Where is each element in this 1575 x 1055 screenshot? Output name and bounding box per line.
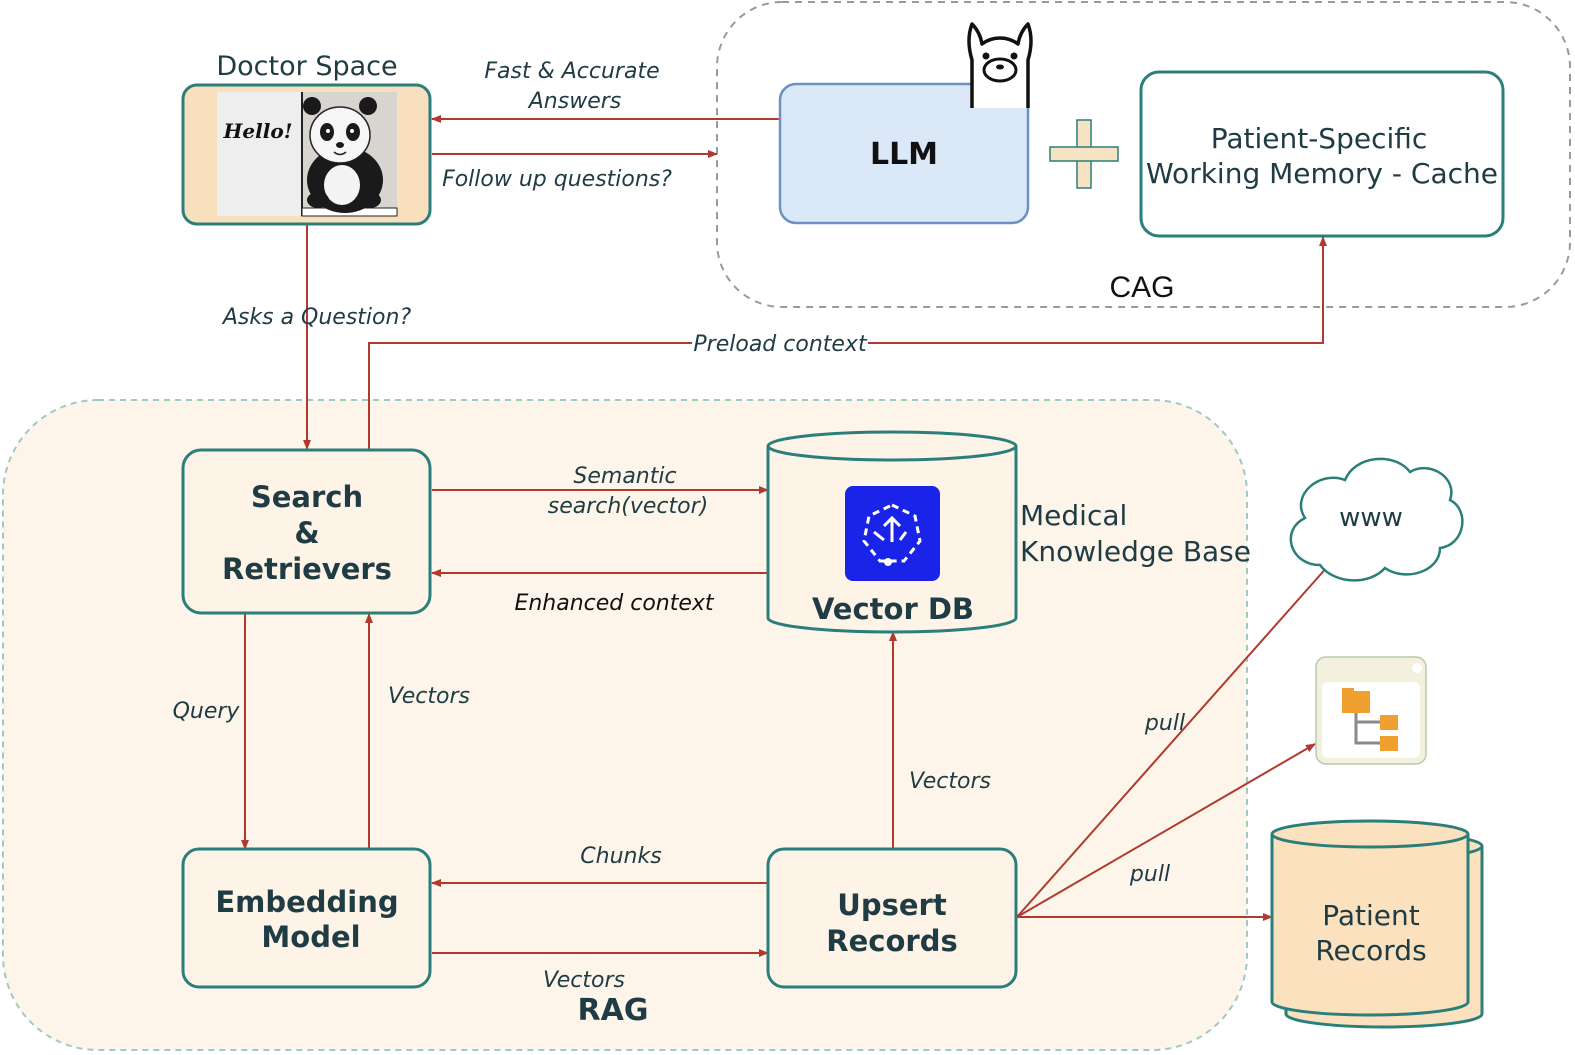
edge-pull-www [1016, 556, 1337, 918]
search-line-1: Search [251, 480, 363, 514]
vector-db-label: Vector DB [812, 592, 974, 626]
folder-tree-icon[interactable] [1315, 656, 1427, 765]
plus-icon [1049, 119, 1119, 189]
memory-line-2: Working Memory - Cache [1146, 157, 1498, 190]
label-vectors-up: Vectors [388, 684, 470, 709]
label-pull-top: pull [1144, 711, 1185, 736]
label-asks: Asks a Question? [221, 305, 412, 330]
search-line-2: & [294, 516, 319, 550]
search-retrievers-box[interactable]: Search & Retrievers [181, 448, 432, 615]
edges [241, 115, 1337, 957]
llama-icon [967, 22, 1033, 108]
vector-db-logo-icon [845, 486, 940, 581]
upsert-line-2: Records [826, 924, 957, 958]
label-pull-bottom: pull [1129, 862, 1170, 887]
label-chunks: Chunks [580, 844, 661, 869]
www-cloud[interactable]: www [1289, 457, 1464, 582]
label-semantic-line-2: search(vector) [548, 494, 709, 519]
working-memory-cache-box[interactable]: Patient-Specific Working Memory - Cache [1139, 70, 1505, 238]
memory-line-1: Patient-Specific [1211, 122, 1428, 155]
preload-label-bg [692, 330, 868, 356]
llm-box[interactable]: LLM [778, 82, 1030, 225]
patient-line-2: Records [1315, 934, 1426, 967]
patient-line-1: Patient [1322, 899, 1420, 932]
label-semantic-line-1: Semantic [573, 464, 676, 489]
label-fast-line-1: Fast & Accurate [484, 59, 659, 84]
doctor-space-title: Doctor Space [216, 51, 397, 82]
label-follow-up: Follow up questions? [442, 167, 672, 192]
cag-label: CAG [1109, 271, 1174, 304]
search-line-3: Retrievers [222, 552, 392, 586]
cag-region [716, 1, 1571, 308]
www-label: www [1339, 503, 1403, 533]
kb-line-2: Knowledge Base [1020, 535, 1251, 568]
panda-illustration-icon [217, 92, 398, 217]
doctor-space-box[interactable]: Hello! [181, 83, 432, 226]
upsert-line-1: Upsert [837, 888, 947, 922]
label-enhanced: Enhanced context [514, 591, 714, 616]
label-fast-line-2: Answers [527, 89, 622, 114]
embedding-line-2: Model [261, 920, 360, 954]
panda-bubble-text: Hello! [223, 119, 293, 143]
vector-db-cylinder[interactable]: Vector DB [766, 430, 1018, 634]
cloud-icon [1289, 457, 1464, 582]
upsert-records-box[interactable]: Upsert Records [766, 847, 1018, 989]
label-query: Query [173, 699, 241, 724]
label-vectors-db: Vectors [909, 769, 991, 794]
kb-line-1: Medical [1020, 499, 1127, 532]
rag-label: RAG [578, 993, 649, 1028]
edge-pull-folder [1016, 743, 1316, 918]
embedding-line-1: Embedding [215, 885, 398, 919]
patient-records-cylinder[interactable]: Patient Records [1270, 819, 1484, 1029]
embedding-model-box[interactable]: Embedding Model [181, 847, 432, 989]
label-preload: Preload context [693, 332, 868, 357]
llm-label: LLM [870, 137, 938, 172]
label-vectors-bottom: Vectors [543, 968, 625, 993]
